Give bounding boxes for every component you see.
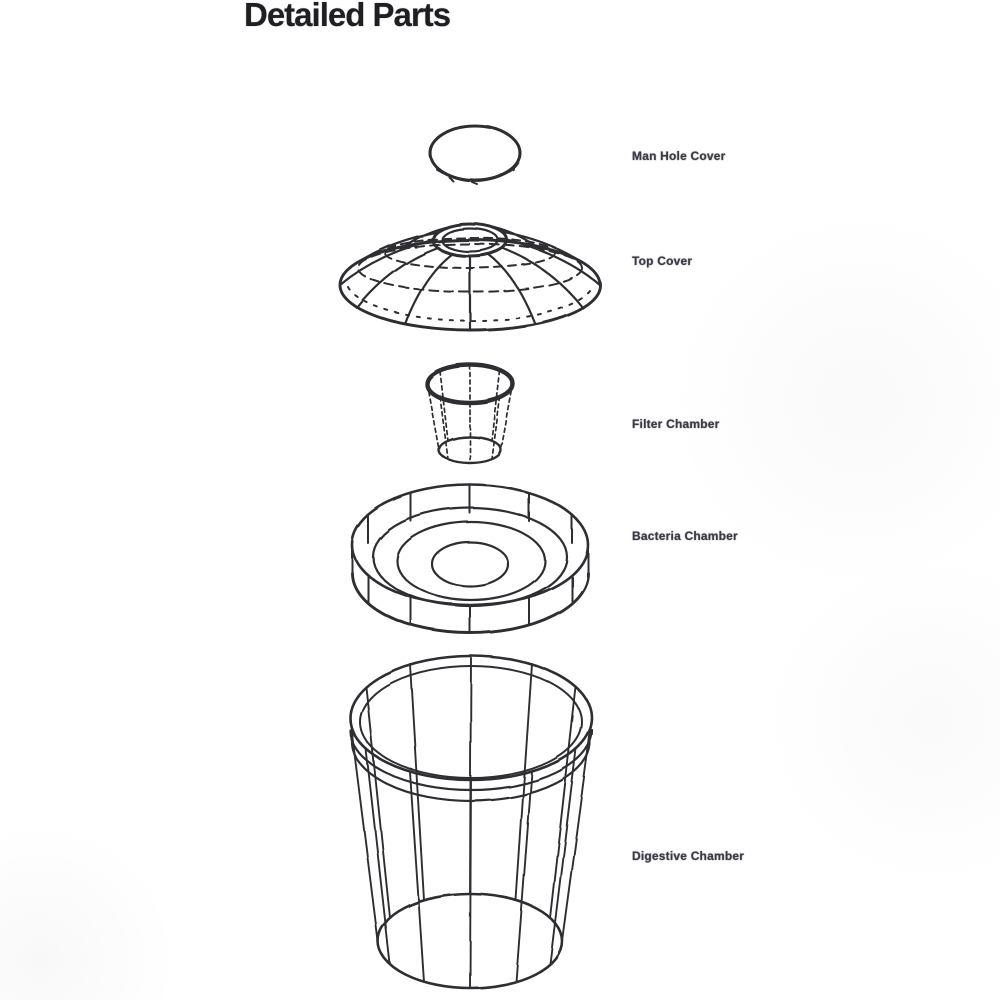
part-label-top-cover: Top Cover bbox=[632, 254, 693, 268]
filter-chamber-drawing bbox=[424, 362, 516, 465]
part-label-filter-chamber: Filter Chamber bbox=[632, 417, 720, 431]
page-title: Detailed Parts bbox=[244, 0, 451, 33]
bacteria-chamber-drawing bbox=[350, 483, 590, 635]
man-hole-cover-drawing bbox=[428, 124, 522, 185]
digestive-chamber-drawing bbox=[348, 654, 594, 990]
part-label-bacteria-chamber: Bacteria Chamber bbox=[632, 529, 738, 543]
part-label-man-hole-cover: Man Hole Cover bbox=[632, 149, 726, 163]
top-cover-drawing bbox=[338, 222, 602, 332]
part-label-digestive-chamber: Digestive Chamber bbox=[632, 849, 745, 863]
